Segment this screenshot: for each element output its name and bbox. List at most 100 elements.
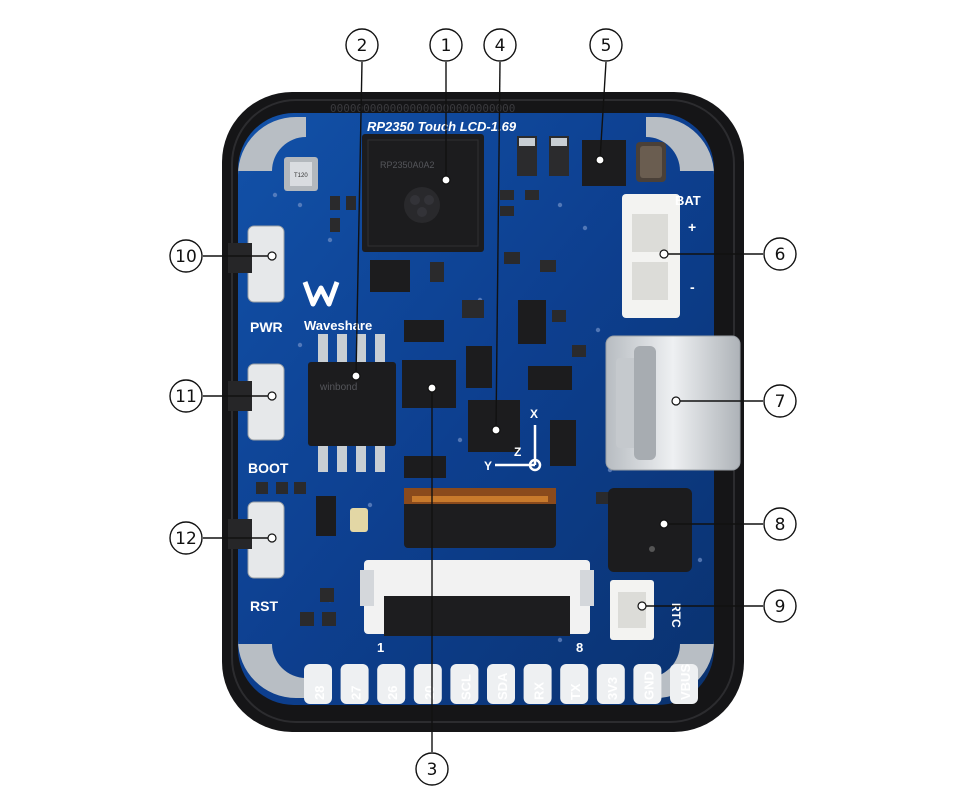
callout-circle <box>483 28 517 62</box>
callout-3: 3 <box>415 383 449 786</box>
callout-1: 1 <box>429 28 463 185</box>
flash-marking: winbond <box>319 382 357 393</box>
pin-label: SDA <box>495 672 510 700</box>
pin-label: 27 <box>349 686 364 700</box>
callout-number: 2 <box>357 36 368 56</box>
callout-number: 7 <box>775 392 786 412</box>
crystal: T120 <box>284 157 318 191</box>
passive-components-mid <box>256 366 610 626</box>
vias <box>272 192 703 643</box>
rst-button[interactable] <box>228 501 285 579</box>
callout-dot <box>267 251 277 261</box>
callout-number: 5 <box>601 36 612 56</box>
pin-pad <box>304 664 332 704</box>
power-chip <box>402 346 492 408</box>
callout-dot <box>595 155 605 165</box>
callout-dot <box>267 391 277 401</box>
mounting-holes <box>238 117 714 698</box>
battery-connector <box>622 194 680 318</box>
pin-label: VBUS <box>678 664 693 700</box>
callout-12: 12 <box>169 521 277 555</box>
callout-circle <box>169 521 203 555</box>
callout-2: 2 <box>345 28 379 381</box>
rtc-connector <box>610 580 654 640</box>
callout-number: 9 <box>775 597 786 617</box>
pin-label: SCL <box>458 674 473 700</box>
pin-label: RX <box>532 682 547 700</box>
pin-pad <box>413 664 442 704</box>
connector-pin-left: 1 <box>377 640 384 655</box>
callout-number: 11 <box>175 387 197 407</box>
pin-pad <box>450 664 479 704</box>
bat-label: BAT <box>675 193 701 208</box>
svg-text:0000000000000000000000000000: 0000000000000000000000000000 <box>330 102 515 115</box>
callout-dot <box>441 175 451 185</box>
pin-pad <box>523 664 552 704</box>
buzzer <box>608 488 692 572</box>
pwr-label: PWR <box>250 319 283 335</box>
pin-pad <box>670 664 698 704</box>
callout-dot <box>637 601 647 611</box>
callout-dot <box>671 396 681 406</box>
bat-plus-label: + <box>688 219 696 235</box>
axis-x-label: X <box>530 407 538 421</box>
callout-circle <box>763 237 797 271</box>
callout-circle <box>763 507 797 541</box>
axis-marking <box>495 425 542 472</box>
connector-pin-right: 8 <box>576 640 583 655</box>
callout-circle <box>763 589 797 623</box>
callout-6: 6 <box>659 237 797 271</box>
mcu-marking: RP2350A0A2 <box>380 160 435 170</box>
pin-label: GND <box>641 671 656 700</box>
mcu-chip: RP2350A0A2 <box>362 134 484 252</box>
callout-circle <box>169 239 203 273</box>
callout-dot <box>351 371 361 381</box>
callout-8: 8 <box>659 507 797 541</box>
fpc-connector <box>404 488 556 548</box>
product-label: RP2350 Touch LCD-1.69 <box>367 119 517 134</box>
callout-number: 3 <box>427 760 438 780</box>
callout-circle <box>589 28 623 62</box>
callout-number: 12 <box>175 529 197 549</box>
callout-11: 11 <box>169 379 277 413</box>
axis-z-label: Z <box>514 445 521 459</box>
bat-minus-label: - <box>690 279 695 295</box>
callout-9: 9 <box>637 589 797 623</box>
callout-number: 6 <box>775 245 786 265</box>
boot-label: BOOT <box>248 460 289 476</box>
callout-dot <box>659 519 669 529</box>
callout-dot <box>659 249 669 259</box>
callout-10: 10 <box>169 239 277 273</box>
callout-7: 7 <box>671 384 797 418</box>
callout-circle <box>169 379 203 413</box>
pin-label: 28 <box>312 686 327 700</box>
rst-label: RST <box>250 598 278 614</box>
callout-circle <box>429 28 463 62</box>
passive-components-top <box>330 136 666 357</box>
lcd-connector: 1 8 <box>360 560 594 655</box>
pin-pad <box>487 664 515 704</box>
callout-leader <box>599 61 607 161</box>
waveshare-logo: Waveshare <box>302 281 372 333</box>
pin-pad <box>560 664 589 704</box>
rtc-label: RTC <box>669 603 683 628</box>
callout-number: 4 <box>495 36 506 56</box>
axis-y-label: Y <box>484 459 492 473</box>
pin-label: 20 <box>422 686 437 700</box>
callout-4: 4 <box>483 28 517 435</box>
pin-pad <box>377 664 406 704</box>
flash-chip: winbond <box>308 334 396 472</box>
callout-number: 1 <box>441 36 452 56</box>
callout-circle <box>415 752 449 786</box>
callout-dot <box>267 533 277 543</box>
callout-number: 10 <box>175 247 197 267</box>
callout-leader <box>495 61 501 431</box>
pin-label: TX <box>568 683 583 700</box>
brand-label: Waveshare <box>304 318 372 333</box>
callout-circle <box>345 28 379 62</box>
pin-pad <box>340 664 369 704</box>
pin-pad <box>596 664 625 704</box>
